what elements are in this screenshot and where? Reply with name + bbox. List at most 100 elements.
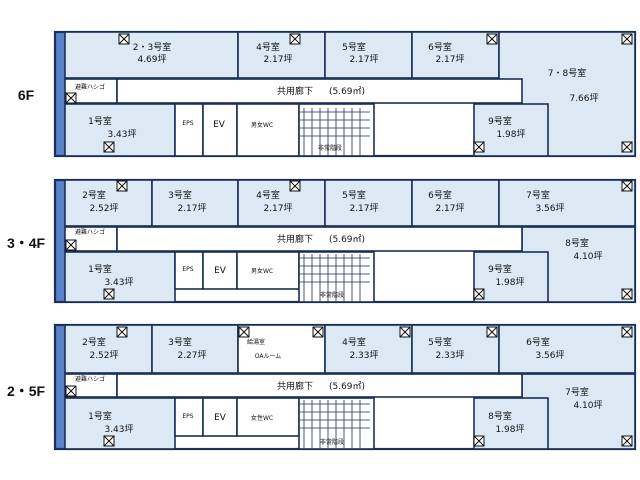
room-name: 2号室 (82, 189, 106, 201)
room-area: 2.17坪 (263, 54, 292, 65)
room-name: 9号室 (488, 263, 512, 275)
room-4 (237, 31, 326, 79)
room-area: 2.17坪 (435, 203, 464, 214)
room-area: 2.17坪 (349, 203, 378, 214)
pipe-shaft-icon (103, 288, 115, 300)
room-9 (473, 103, 549, 157)
stairs-label: 非常階段 (318, 144, 342, 152)
room-name: 7号室 (565, 386, 589, 398)
room-area: 2.17坪 (263, 203, 292, 214)
room-area: 1.98坪 (495, 277, 524, 288)
oa-room-label: OAルーム (255, 353, 282, 360)
eps-label: EPS (182, 120, 193, 127)
room-5 (411, 324, 500, 374)
room-area: 3.56坪 (535, 350, 564, 361)
room-area: 2.52坪 (89, 203, 118, 214)
room-1 (64, 103, 176, 157)
room-5 (324, 179, 413, 227)
emergency-stairs (298, 251, 375, 303)
floor-label: 3・4F (7, 235, 46, 251)
ladder-label: 避難ハシゴ (75, 228, 105, 236)
room-area: 3.43坪 (104, 277, 133, 288)
room-area: 3.43坪 (104, 424, 133, 435)
pipe-shaft-icon (118, 33, 130, 45)
pipe-shaft-icon (65, 239, 77, 251)
room-1 (64, 397, 176, 450)
room-2-3 (64, 31, 239, 79)
floor-3-4f: 3・4F 2号室 2.52坪 3号室 2.17坪 4号室 2.17坪 5号室 2… (7, 178, 637, 304)
pipe-shaft-icon (65, 385, 77, 397)
eps (174, 251, 204, 290)
room-6 (498, 324, 636, 374)
pipe-shaft-icon (486, 33, 498, 45)
room-4 (324, 324, 413, 374)
pipe-shaft-icon (621, 326, 633, 338)
corridor-label: 共用廊下 (277, 380, 313, 392)
room-6 (411, 179, 500, 227)
ladder-label: 避難ハシゴ (75, 83, 105, 91)
room-name: 3号室 (168, 189, 192, 201)
building-edge (55, 326, 65, 448)
restroom (236, 397, 300, 437)
room-area: 2.17坪 (435, 54, 464, 65)
room-6 (411, 31, 500, 79)
corridor (116, 373, 523, 398)
pipe-shaft-icon (103, 141, 115, 153)
pipe-shaft-icon (399, 326, 411, 338)
pipe-shaft-icon (621, 33, 633, 45)
room-8 (473, 397, 549, 450)
pipe-shaft-icon (312, 326, 324, 338)
room-area: 2.33坪 (349, 350, 378, 361)
room-name: 1号室 (88, 410, 112, 422)
room-name: 7号室 (526, 189, 550, 201)
room-name: 4号室 (256, 189, 280, 201)
room-name: 4号室 (256, 41, 280, 53)
room-name: 2・3号室 (133, 41, 171, 53)
pipe-shaft-icon (65, 92, 77, 104)
pipe-shaft-icon (621, 180, 633, 192)
corridor (116, 226, 523, 252)
ev-label: EV (214, 266, 227, 276)
room-name: 5号室 (342, 41, 366, 53)
room-area: 2.17坪 (177, 203, 206, 214)
wc-label: 男女WC (251, 267, 273, 275)
emergency-stairs (298, 397, 375, 450)
room-name: 3号室 (168, 336, 192, 348)
corridor-area: (5.69㎡) (329, 234, 365, 245)
room-area: 2.52坪 (89, 350, 118, 361)
room-area: 3.56坪 (535, 203, 564, 214)
room-area: 1.98坪 (495, 424, 524, 435)
room-name: 5号室 (342, 189, 366, 201)
room-area: 2.27坪 (177, 350, 206, 361)
room-name: 7・8号室 (548, 67, 586, 79)
floor-label: 2・5F (7, 383, 46, 399)
pipe-shaft-icon (103, 435, 115, 447)
building-edge (55, 33, 65, 155)
room-name: 6号室 (428, 189, 452, 201)
floor-2-5f: 2・5F 2号室 2.52坪 3号室 2.27坪 4号室 2.33坪 5号室 2… (7, 323, 637, 451)
eps-label: EPS (182, 413, 193, 420)
room-area: 2.33坪 (435, 350, 464, 361)
restroom (236, 103, 300, 157)
corridor-label: 共用廊下 (277, 233, 313, 245)
room-area: 4.10坪 (573, 251, 602, 262)
building-edge (55, 181, 65, 301)
corridor-area: (5.69㎡) (329, 381, 365, 392)
ladder-label: 避難ハシゴ (75, 375, 105, 383)
room-name: 4号室 (342, 336, 366, 348)
stairs-label: 非常階段 (320, 291, 344, 299)
room-name: 1号室 (88, 263, 112, 275)
room-2 (64, 179, 153, 227)
room-name: 5号室 (428, 336, 452, 348)
pipe-shaft-icon (289, 33, 301, 45)
pipe-shaft-icon (473, 435, 485, 447)
room-name: 8号室 (488, 410, 512, 422)
room-7 (498, 179, 636, 227)
room-name: 2号室 (82, 336, 106, 348)
pipe-shaft-icon (116, 180, 128, 192)
corridor (116, 78, 523, 104)
pipe-shaft-icon (621, 288, 633, 300)
room-area: 4.69坪 (137, 54, 166, 65)
pipe-shaft-icon (621, 141, 633, 153)
restroom (236, 251, 300, 290)
